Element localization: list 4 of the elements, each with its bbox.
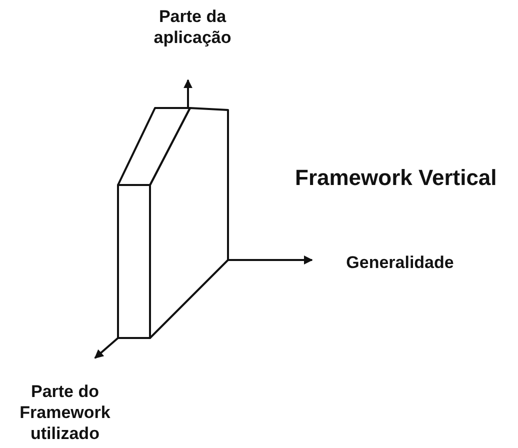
axis-label: Parte da aplicação — [152, 6, 232, 48]
axis-label: Parte do Framework utilizado — [18, 381, 112, 444]
diagram-title: Framework Vertical — [295, 165, 498, 191]
axis-label: Generalidade — [345, 252, 455, 273]
